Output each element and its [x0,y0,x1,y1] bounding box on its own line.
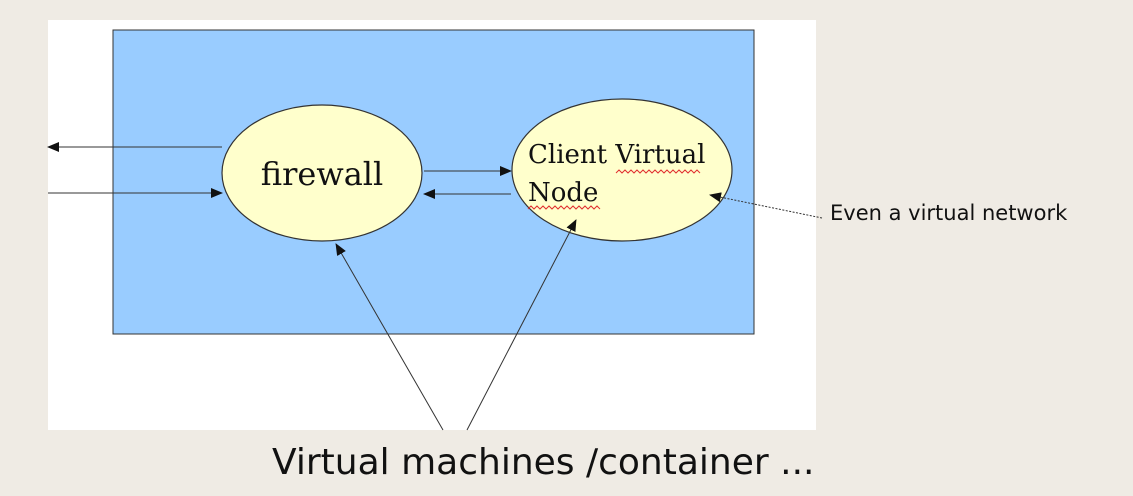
vm-pointer-firewall [335,243,444,431]
firewall-ellipse [221,104,423,242]
client-label-line1: Client Virtual [528,140,705,170]
spellcheck-underline-virtual [615,169,701,174]
client-virtual-node: Client Virtual Node [511,98,733,242]
firewall-node: firewall [221,104,423,242]
bottom-caption: Virtual machines /container ... [272,442,814,483]
vm-pointer-client [466,219,577,431]
client-label-line2: Node [528,178,598,208]
firewall-label: firewall [261,155,384,193]
client-ellipse [511,98,733,242]
spellcheck-underline-node [527,205,601,210]
virtual-network-annotation: Even a virtual network [830,201,1068,225]
virtual-network-pointer [709,192,823,219]
